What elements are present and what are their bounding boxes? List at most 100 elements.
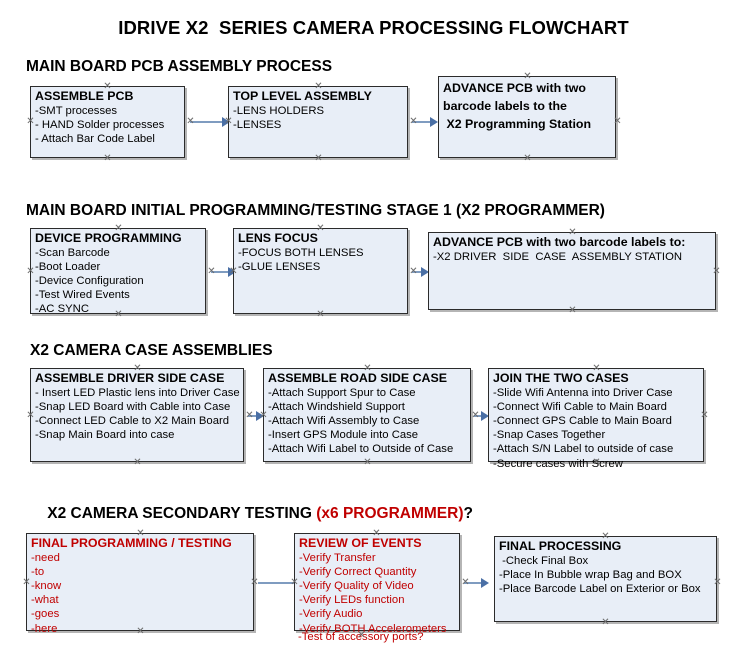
connection-handle[interactable] bbox=[136, 529, 145, 538]
box-line: -Connect GPS Cable to Main Board bbox=[493, 414, 672, 427]
connector-line bbox=[412, 121, 436, 123]
section-heading-accent: (x6 PROGRAMMER) bbox=[316, 505, 464, 522]
connection-handle[interactable] bbox=[613, 117, 622, 126]
box-line: -Attach S/N Label to outside of case bbox=[493, 443, 674, 456]
box-advance-pcb-x2-programming-station[interactable]: ADVANCE PCB with two barcode labels to t… bbox=[438, 76, 616, 158]
box-assemble-pcb[interactable]: ASSEMBLE PCB -SMT processes - HAND Solde… bbox=[30, 86, 185, 158]
connection-handle[interactable] bbox=[186, 117, 195, 126]
box-line: - Attach Bar Code Label bbox=[35, 132, 155, 145]
box-line: -goes bbox=[31, 608, 60, 621]
connection-handle[interactable] bbox=[259, 411, 268, 420]
connection-handle[interactable] bbox=[26, 411, 35, 420]
box-line: -GLUE LENSES bbox=[238, 260, 321, 273]
box-line: -Attach Windshield Support bbox=[268, 400, 405, 413]
box-title: TOP LEVEL ASSEMBLY bbox=[233, 89, 372, 103]
connection-handle[interactable] bbox=[592, 364, 601, 373]
box-title: REVIEW OF EVENTS bbox=[299, 536, 422, 550]
box-title: JOIN THE TWO CASES bbox=[493, 371, 629, 385]
box-line: -Verify LEDs function bbox=[299, 594, 405, 607]
connection-handle[interactable] bbox=[22, 578, 31, 587]
connection-handle[interactable] bbox=[26, 117, 35, 126]
box-title: LENS FOCUS bbox=[238, 231, 318, 245]
connection-handle[interactable] bbox=[471, 411, 480, 420]
connection-handle[interactable] bbox=[363, 364, 372, 373]
connection-handle[interactable] bbox=[601, 618, 610, 627]
box-line: -Attach Wifi Label to Outside of Case bbox=[268, 443, 454, 456]
box-title: ADVANCE PCB with two barcode labels to: bbox=[433, 235, 686, 249]
connection-handle[interactable] bbox=[363, 458, 372, 467]
connector-line bbox=[248, 415, 260, 417]
connection-handle[interactable] bbox=[114, 310, 123, 319]
connection-handle[interactable] bbox=[372, 529, 381, 538]
connection-handle[interactable] bbox=[26, 267, 35, 276]
connector-line bbox=[258, 582, 294, 584]
box-line: -Verify Transfer bbox=[299, 551, 376, 564]
connection-handle[interactable] bbox=[314, 82, 323, 91]
connection-handle[interactable] bbox=[224, 117, 233, 126]
box-line: -Attach Wifi Assembly to Case bbox=[268, 414, 420, 427]
box-device-programming[interactable]: DEVICE PROGRAMMING -Scan Barcode -Boot L… bbox=[30, 228, 206, 315]
box-title: ASSEMBLE DRIVER SIDE CASE bbox=[35, 371, 225, 385]
arrow-head-icon bbox=[481, 411, 489, 421]
connection-handle[interactable] bbox=[229, 267, 238, 276]
box-line: -LENSES bbox=[233, 118, 282, 131]
box-final-processing[interactable]: FINAL PROCESSING -Check Final Box -Place… bbox=[494, 536, 717, 622]
box-join-the-two-cases[interactable]: JOIN THE TWO CASES -Slide Wifi Antenna i… bbox=[488, 368, 704, 470]
connection-handle[interactable] bbox=[103, 82, 112, 91]
box-line: -LENS HOLDERS bbox=[233, 104, 325, 117]
connection-handle[interactable] bbox=[523, 72, 532, 81]
connection-handle[interactable] bbox=[700, 411, 709, 420]
box-line: -Check Final Box bbox=[499, 554, 589, 567]
section-heading-main-board-pcb-assembly-process: MAIN BOARD PCB ASSEMBLY PROCESS bbox=[26, 58, 333, 75]
box-line: -Connect LED Cable to X2 Main Board bbox=[35, 414, 230, 427]
box-line: -what bbox=[31, 594, 59, 607]
connection-handle[interactable] bbox=[245, 411, 254, 420]
connection-handle[interactable] bbox=[357, 631, 366, 640]
box-advance-pcb-driver-side-case-station[interactable]: ADVANCE PCB with two barcode labels to: … bbox=[428, 232, 716, 310]
connection-handle[interactable] bbox=[133, 364, 142, 373]
box-line: -FOCUS BOTH LENSES bbox=[238, 246, 364, 259]
box-line: -Boot Loader bbox=[35, 260, 101, 273]
box-line: - HAND Solder processes bbox=[35, 118, 165, 131]
connection-handle[interactable] bbox=[461, 578, 470, 587]
box-line: -to bbox=[31, 565, 45, 578]
box-line: -Snap Cases Together bbox=[493, 429, 606, 442]
connection-handle[interactable] bbox=[114, 224, 123, 233]
box-line: -Verify Audio bbox=[299, 608, 363, 621]
connector-line bbox=[211, 271, 233, 273]
connection-handle[interactable] bbox=[713, 578, 722, 587]
connection-handle[interactable] bbox=[316, 224, 325, 233]
connection-handle[interactable] bbox=[601, 532, 610, 541]
connection-handle[interactable] bbox=[568, 228, 577, 237]
box-line: -Snap LED Board with Cable into Case bbox=[35, 400, 231, 413]
box-lens-focus[interactable]: LENS FOCUS -FOCUS BOTH LENSES -GLUE LENS… bbox=[233, 228, 408, 314]
box-line: -SMT processes bbox=[35, 104, 118, 117]
connection-handle[interactable] bbox=[207, 267, 216, 276]
connection-handle[interactable] bbox=[290, 578, 299, 587]
box-final-programming-testing[interactable]: FINAL PROGRAMMING / TESTING -need -to -k… bbox=[26, 533, 254, 635]
connection-handle[interactable] bbox=[523, 154, 532, 163]
box-assemble-driver-side-case[interactable]: ASSEMBLE DRIVER SIDE CASE - Insert LED P… bbox=[30, 368, 244, 462]
connection-handle[interactable] bbox=[712, 267, 721, 276]
box-title: ASSEMBLE ROAD SIDE CASE bbox=[268, 371, 447, 385]
connection-handle[interactable] bbox=[133, 458, 142, 467]
box-line: -Insert GPS Module into Case bbox=[268, 429, 419, 442]
box-line: -here bbox=[31, 622, 58, 635]
box-review-of-events[interactable]: REVIEW OF EVENTS -Verify Transfer -Verif… bbox=[294, 533, 460, 635]
connection-handle[interactable] bbox=[568, 306, 577, 315]
connection-handle[interactable] bbox=[592, 458, 601, 467]
connection-handle[interactable] bbox=[314, 154, 323, 163]
connection-handle[interactable] bbox=[316, 310, 325, 319]
connection-handle[interactable] bbox=[409, 117, 418, 126]
section-heading-main-board-initial-programming-testing-stage-1: MAIN BOARD INITIAL PROGRAMMING/TESTING S… bbox=[26, 202, 605, 219]
connector-line bbox=[412, 271, 426, 273]
box-assemble-road-side-case[interactable]: ASSEMBLE ROAD SIDE CASE -Attach Support … bbox=[263, 368, 471, 462]
connection-handle[interactable] bbox=[409, 267, 418, 276]
connection-handle[interactable] bbox=[136, 627, 145, 636]
connection-handle[interactable] bbox=[103, 154, 112, 163]
page-title: IDRIVE X2 SERIES CAMERA PROCESSING FLOWC… bbox=[118, 17, 629, 38]
connector-line bbox=[190, 121, 226, 123]
arrow-head-icon bbox=[421, 267, 429, 277]
box-top-level-assembly[interactable]: TOP LEVEL ASSEMBLY -LENS HOLDERS -LENSES bbox=[228, 86, 408, 158]
